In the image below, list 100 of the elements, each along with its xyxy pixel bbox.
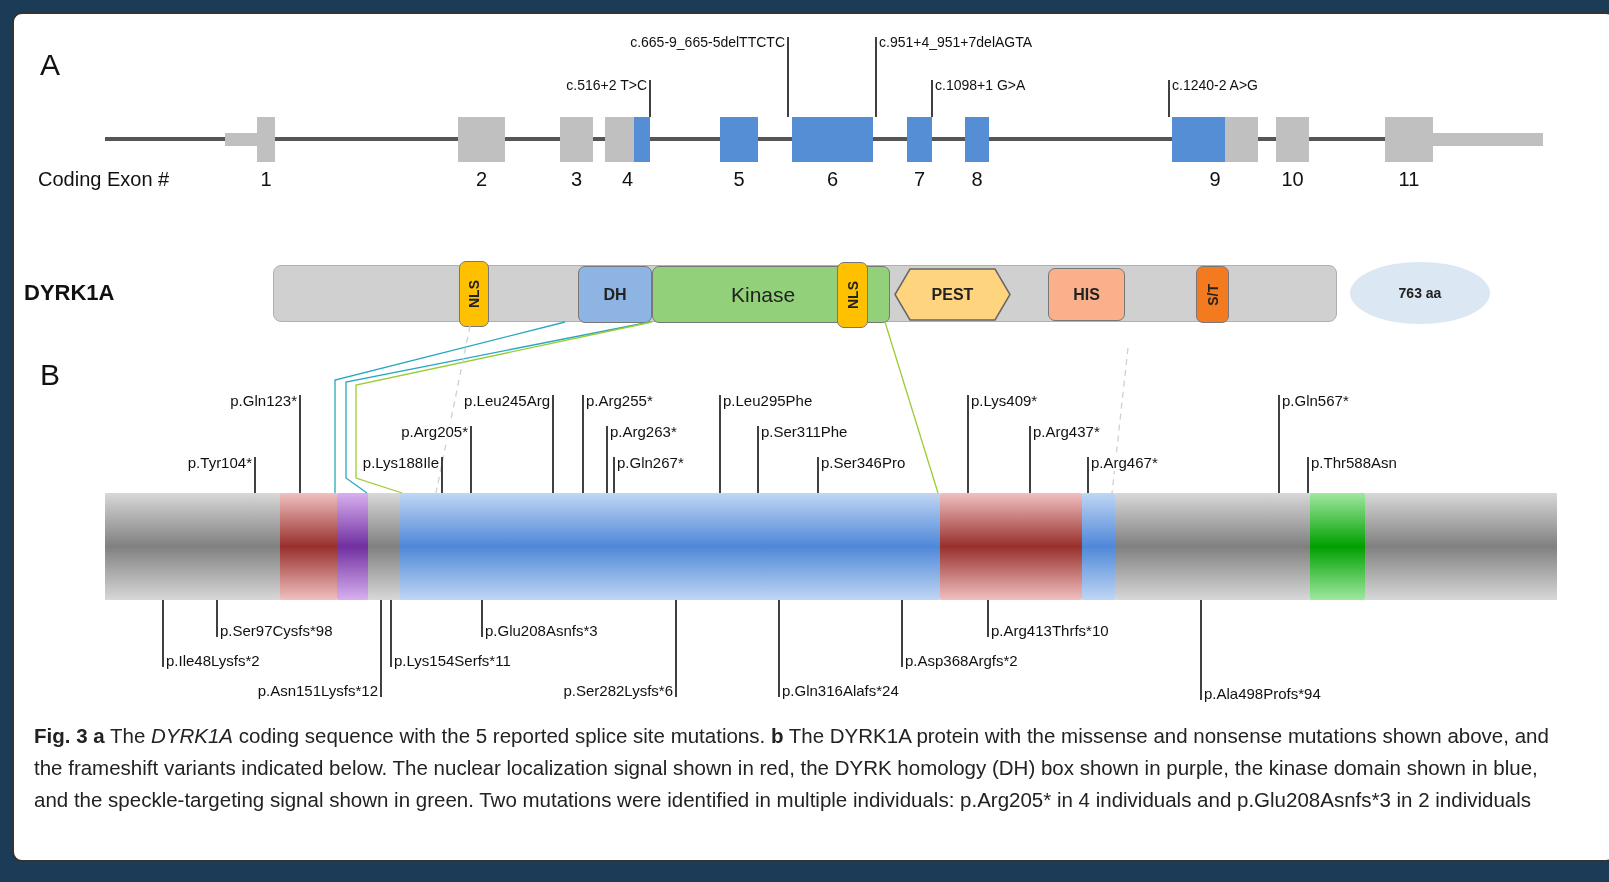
domain-label: NLS	[844, 281, 861, 309]
leader-line	[987, 599, 989, 638]
mutation-label: p.Gln316Alafs*24	[782, 682, 899, 699]
mutation-label: p.Ile48Lysfs*2	[166, 652, 260, 669]
mutation-label: p.Gln267*	[617, 454, 684, 471]
mutation-label: p.Gln123*	[230, 392, 297, 409]
mutation-label: p.Ala498Profs*94	[1204, 685, 1321, 702]
mutation-label: p.Leu295Phe	[723, 392, 813, 409]
leader-line	[299, 394, 301, 494]
leader-line	[606, 425, 608, 494]
length-label: 763 aa	[1398, 285, 1442, 301]
mutation-label: p.Lys188Ile	[362, 454, 439, 471]
protein-segment	[1310, 493, 1365, 600]
projection-line	[334, 321, 566, 494]
exon-number: 8	[971, 168, 983, 191]
exon-number: 7	[913, 168, 926, 191]
figure-caption: Fig. 3 a The DYRK1A coding sequence with the 5 reported splice site mutations. b The DYRK1A protein with the missense and nonsense mutations shown above, and the frameshift variants indicated below. The nuclear localization signal shown in red, the DYRK homology (DH) box shown in purple, the kinase domain shown in blue, and the speckle-targeting signal shown in green. Two mutations were identified in multiple individuals: p.Arg205* in 4 individuals and p.Glu208Asnfs*3 in 2 individuals	[34, 723, 1550, 813]
exon-box	[1385, 117, 1433, 162]
exon-box	[560, 117, 593, 162]
domain-label: DH	[603, 285, 627, 304]
leader-line	[254, 456, 256, 494]
protein-segment	[105, 493, 280, 600]
leader-line	[757, 425, 759, 494]
panel-letter: B	[40, 358, 60, 392]
protein-segment	[1365, 493, 1557, 600]
protein-segment	[940, 493, 1082, 600]
mutation-label: p.Ser282Lysfs*6	[563, 682, 673, 699]
protein-name: DYRK1A	[24, 280, 115, 306]
dashed-line	[435, 325, 471, 494]
domain-box	[578, 266, 652, 323]
exon-box	[458, 117, 505, 162]
exon-box	[792, 117, 873, 162]
mutation-label: p.Asn151Lysfs*12	[257, 682, 378, 699]
leader-line	[817, 456, 819, 494]
mutation-label: p.Glu208Asnfs*3	[485, 622, 598, 639]
domain-label: PEST	[931, 285, 974, 304]
leader-line	[1087, 456, 1089, 494]
leader-line	[719, 394, 721, 494]
panel-letter: A	[40, 48, 60, 82]
leader-line	[481, 599, 483, 638]
exon-box	[257, 117, 275, 162]
domain-label: S/T	[1204, 283, 1221, 306]
leader-line	[390, 599, 392, 668]
exon-box	[907, 117, 932, 162]
leader-line	[441, 456, 443, 494]
mutation-label: p.Thr588Asn	[1311, 454, 1397, 471]
leader-line	[675, 599, 677, 698]
leader-line	[1278, 394, 1280, 494]
leader-line	[931, 79, 933, 118]
leader-line	[1168, 79, 1170, 118]
leader-line	[778, 599, 780, 698]
protein-segment	[337, 493, 368, 600]
mutation-label: p.Gln567*	[1282, 392, 1349, 409]
exon-number: 2	[475, 168, 488, 191]
exon-number: 10	[1281, 168, 1304, 191]
leader-line	[613, 456, 615, 494]
exon-box	[720, 117, 758, 162]
domain-box	[1048, 268, 1125, 321]
leader-line	[1307, 456, 1309, 494]
leader-line	[1200, 599, 1202, 701]
mutation-label: p.Arg205*	[401, 423, 468, 440]
domain-label: Kinase	[731, 282, 796, 307]
exon-number: 9	[1209, 168, 1221, 191]
leader-line	[552, 394, 554, 494]
exon-box	[605, 117, 650, 162]
mutation-label: p.Arg413Thrfs*10	[991, 622, 1109, 639]
protein-segment	[368, 493, 400, 600]
dashed-line	[1111, 347, 1129, 494]
mutation-label: p.Asp368Argfs*2	[905, 652, 1018, 669]
protein-bar	[105, 493, 1557, 600]
mutation-label: c.665-9_665-5delTTCTC	[630, 34, 785, 51]
leader-line	[216, 599, 218, 638]
mutation-label: p.Ser311Phe	[761, 423, 848, 440]
protein-segment	[280, 493, 337, 600]
leader-line	[649, 79, 651, 118]
axis-label: Coding Exon #	[38, 168, 170, 191]
domain-hexagon	[894, 268, 1011, 321]
protein-segment	[400, 493, 940, 600]
domain-box	[1196, 266, 1229, 323]
mutation-label: p.Ser97Cysfs*98	[220, 622, 333, 639]
exon-box	[965, 117, 989, 162]
leader-line	[967, 394, 969, 494]
leader-line	[1029, 425, 1031, 494]
exon-number: 6	[826, 168, 839, 191]
leader-line	[162, 599, 164, 668]
exon-number: 1	[260, 168, 272, 191]
domain-box	[459, 261, 489, 327]
domain-label: NLS	[466, 280, 482, 308]
exon-box	[1276, 117, 1309, 162]
exon-box	[1172, 117, 1258, 162]
leader-line	[380, 599, 382, 698]
projection-line	[884, 321, 939, 494]
mutation-label: p.Lys154Serfs*11	[394, 652, 511, 669]
exon-number: 4	[621, 168, 634, 191]
domain-label: HIS	[1073, 285, 1100, 304]
leader-line	[901, 599, 903, 668]
leader-line	[875, 36, 877, 118]
exon-number: 11	[1398, 168, 1420, 191]
mutation-label: p.Arg467*	[1091, 454, 1158, 471]
protein-segment	[1082, 493, 1115, 600]
